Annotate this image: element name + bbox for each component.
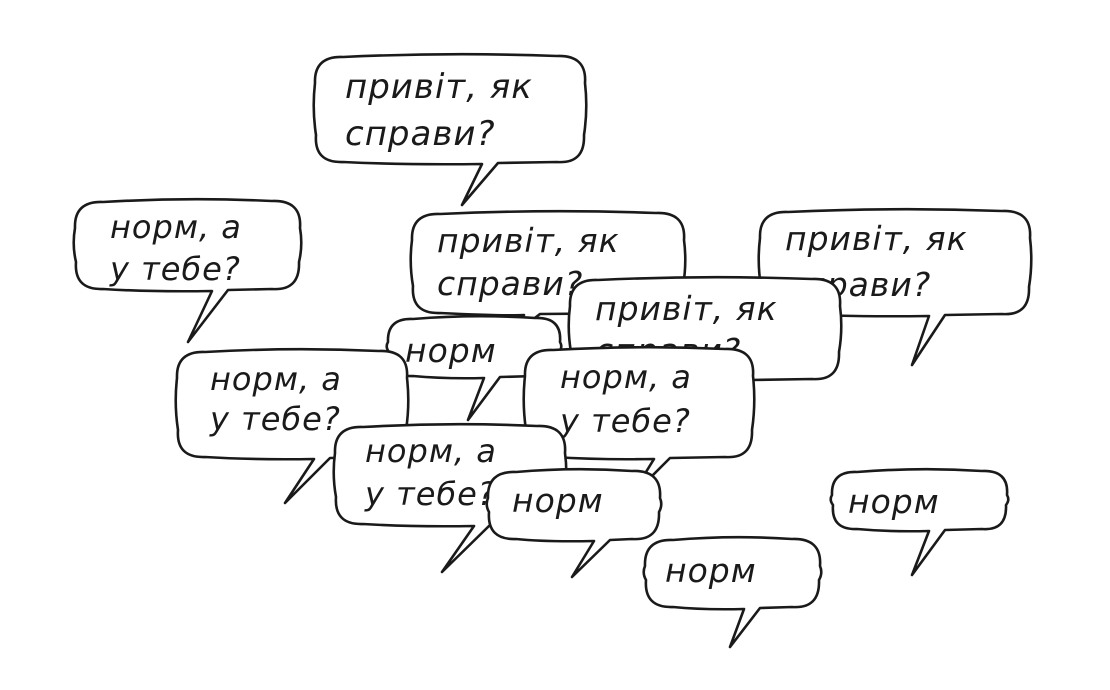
speech-bubble-outline (642, 535, 823, 649)
speech-bubble-outline (829, 467, 1010, 577)
speech-bubble-text-line: у тебе? (364, 475, 496, 513)
speech-bubble-text-line: у тебе? (209, 400, 341, 438)
speech-bubble-reply-question-3: норм, а у тебе? (522, 345, 756, 500)
speech-bubble-text-line: норм (405, 331, 497, 370)
speech-bubble-outline (72, 197, 303, 344)
speech-bubble-text-line: привіт, як (345, 67, 533, 107)
speech-bubble-text-line: привіт, як (437, 221, 620, 260)
speech-bubble-greeting-1: привіт, як справи? (312, 52, 588, 207)
speech-bubble-outline (312, 52, 588, 207)
speech-bubble-reply-question-2: норм, ау тебе? (174, 347, 410, 505)
speech-bubble-text-line: норм (512, 481, 604, 520)
speech-bubble-text-line: справи? (345, 114, 496, 154)
speech-bubble-outline (522, 345, 756, 500)
speech-bubble-text-line: у тебе? (559, 402, 691, 440)
speech-bubble-text-line: норм (665, 551, 757, 590)
speech-bubble-reply-short-3: норм (829, 467, 1010, 577)
speech-bubble-reply-question-1: норм, а у тебе? (72, 197, 303, 344)
speech-bubble-text-line: справи? (437, 264, 583, 303)
speech-bubble-reply-short-2: норм (485, 467, 663, 579)
speech-bubble-outline (485, 467, 663, 579)
speech-bubble-text-line: у тебе? (109, 250, 241, 288)
speech-bubble-text-line: норм (848, 482, 940, 521)
speech-bubble-text-line: привіт, як (785, 219, 968, 258)
speech-bubble-text-line: норм, а (210, 360, 342, 398)
speech-bubble-reply-short-4: норм (642, 535, 823, 649)
speech-bubble-text-line: привіт, як (595, 289, 778, 328)
speech-bubble-text-line: норм, а (560, 358, 692, 396)
speech-bubble-text-line: норм, а (110, 208, 242, 246)
speech-bubble-reply-question-4: норм, а у тебе? (332, 422, 568, 574)
speech-bubble-text-line: норм, а (365, 432, 497, 470)
speech-bubble-outline (757, 207, 1033, 367)
